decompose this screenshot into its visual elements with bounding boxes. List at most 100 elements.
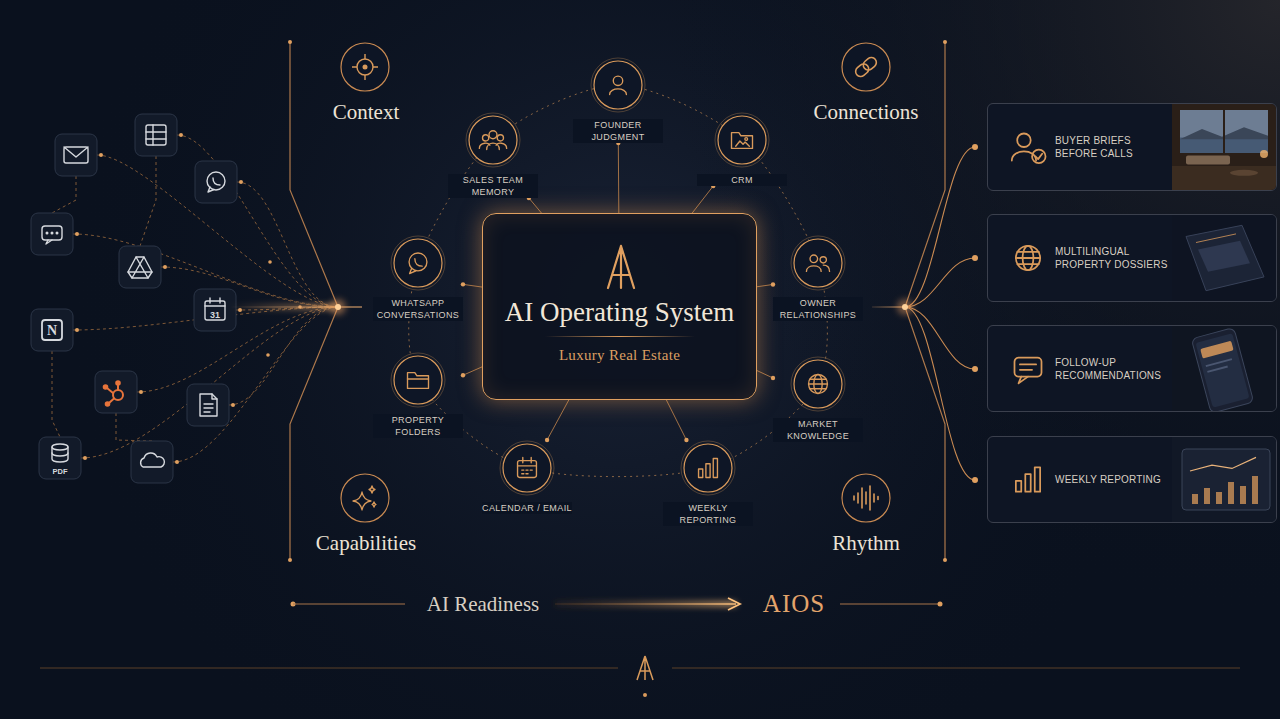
connector-dot xyxy=(771,376,775,380)
icon-stroke xyxy=(1035,467,1040,491)
connector-line xyxy=(463,367,482,375)
circuit-dots-part xyxy=(175,460,179,464)
source-tiles-part xyxy=(55,134,97,176)
circuit-lines-part xyxy=(52,351,60,437)
right-bracket-part xyxy=(905,147,975,307)
node-disc xyxy=(794,239,842,287)
icon-glyph xyxy=(409,253,427,273)
picture-phone xyxy=(1191,328,1253,411)
right-bracket-part xyxy=(943,40,947,44)
database-icon-part xyxy=(52,444,68,450)
icon-stroke xyxy=(820,257,826,263)
node-label: WEEKLY REPORTING xyxy=(663,502,753,526)
circuit-lines-part xyxy=(229,307,338,405)
spreadsheet-icon-part xyxy=(146,125,166,145)
stage-label: AIOS xyxy=(763,590,825,618)
file-icon xyxy=(200,394,217,416)
icon-stroke xyxy=(823,265,829,271)
icon-stroke xyxy=(1016,246,1040,270)
chat-icon-part xyxy=(42,226,62,240)
icon-glyph xyxy=(1012,134,1046,164)
picture-bar xyxy=(1252,476,1258,504)
context-node: PROPERTY FOLDERS xyxy=(373,352,463,438)
left-bracket-part xyxy=(330,299,346,315)
icon-stroke xyxy=(1015,358,1042,377)
circuit-lines-part xyxy=(140,156,156,246)
picture-bar xyxy=(1216,492,1222,504)
capabilities-icon-part xyxy=(341,474,389,522)
node-disc xyxy=(794,360,842,408)
picture-sky xyxy=(1180,110,1268,153)
picture-sofa xyxy=(1186,156,1230,165)
source-tiles-part xyxy=(195,161,237,203)
circuit-dots xyxy=(75,133,302,464)
capabilities-icon xyxy=(341,474,389,522)
core-title: AI Operating System xyxy=(505,296,734,328)
node-circle xyxy=(590,57,646,113)
node-icon xyxy=(408,373,429,389)
node-label: PROPERTY FOLDERS xyxy=(373,414,463,438)
icon-glyph xyxy=(1015,358,1042,384)
picture-phone-body xyxy=(1191,328,1253,411)
readiness-line-part xyxy=(728,598,740,610)
orbit-ring-line xyxy=(409,85,828,477)
node-disc xyxy=(594,61,642,109)
node-label: BUYER BRIEFS BEFORE CALLS xyxy=(1055,134,1168,160)
circuit-dots-part xyxy=(99,153,103,157)
right-bracket-part xyxy=(972,477,978,483)
quadrant-icons xyxy=(341,43,890,522)
icon-stroke xyxy=(713,459,717,478)
icon-stroke xyxy=(483,135,489,141)
circuit-dots-part xyxy=(163,265,167,269)
card-picture xyxy=(1172,437,1276,522)
capabilities-icon-part xyxy=(353,486,376,510)
node-label: FOUNDER JUDGMENT xyxy=(573,119,663,143)
icon-stroke xyxy=(1019,377,1028,384)
icon-stroke xyxy=(736,141,750,146)
picture-table xyxy=(1230,170,1258,176)
connector-line xyxy=(618,143,620,213)
connector-dot xyxy=(461,282,465,286)
source-tiles-part xyxy=(119,246,161,288)
node-label: CRM xyxy=(697,174,787,186)
icon-stroke xyxy=(706,464,710,478)
quadrant-title: Rhythm xyxy=(832,531,900,556)
quadrant-title: Capabilities xyxy=(316,531,416,556)
circuit-lines-part xyxy=(116,413,152,441)
rhythm-icon-part xyxy=(854,486,878,510)
node-label: SALES TEAM MEMORY xyxy=(448,174,538,198)
node-circle xyxy=(714,112,770,168)
right-bracket-part xyxy=(972,255,978,261)
node-icon xyxy=(699,459,718,478)
drive-icon-part xyxy=(128,257,152,278)
right-bracket-part xyxy=(905,307,975,480)
left-bracket-part xyxy=(288,40,292,44)
right-bracket-part xyxy=(943,558,947,562)
node-label: WHATSAPP CONVERSATIONS xyxy=(373,297,463,321)
readiness-line-part xyxy=(555,602,736,606)
node-halo xyxy=(466,113,520,167)
right-bracket-part xyxy=(905,258,975,307)
icon-stroke xyxy=(1016,481,1021,492)
spreadsheet-icon xyxy=(146,125,166,145)
chat-icon-part xyxy=(46,232,48,234)
context-icon-part xyxy=(363,65,368,70)
picture-ground xyxy=(1172,215,1276,301)
picture-trend xyxy=(1190,457,1256,471)
icon-stroke xyxy=(410,268,416,273)
picture-cover-photo xyxy=(1198,241,1250,272)
context-icon-part xyxy=(341,43,389,91)
icon-stroke xyxy=(518,458,537,466)
icon-stroke xyxy=(408,378,429,379)
circuit-dots-part xyxy=(268,260,272,264)
icon-stroke xyxy=(1032,150,1046,164)
picture-title-rule xyxy=(1196,234,1236,243)
icon-stroke xyxy=(613,76,622,85)
source-tiles-part xyxy=(131,441,173,483)
icon-stroke xyxy=(489,131,497,139)
file-icon-part xyxy=(200,394,217,416)
icon-stroke xyxy=(1017,134,1030,148)
picture-ground xyxy=(1172,437,1276,522)
circuit-dots-part xyxy=(139,390,143,394)
tile-glyph: 31 xyxy=(210,310,220,320)
